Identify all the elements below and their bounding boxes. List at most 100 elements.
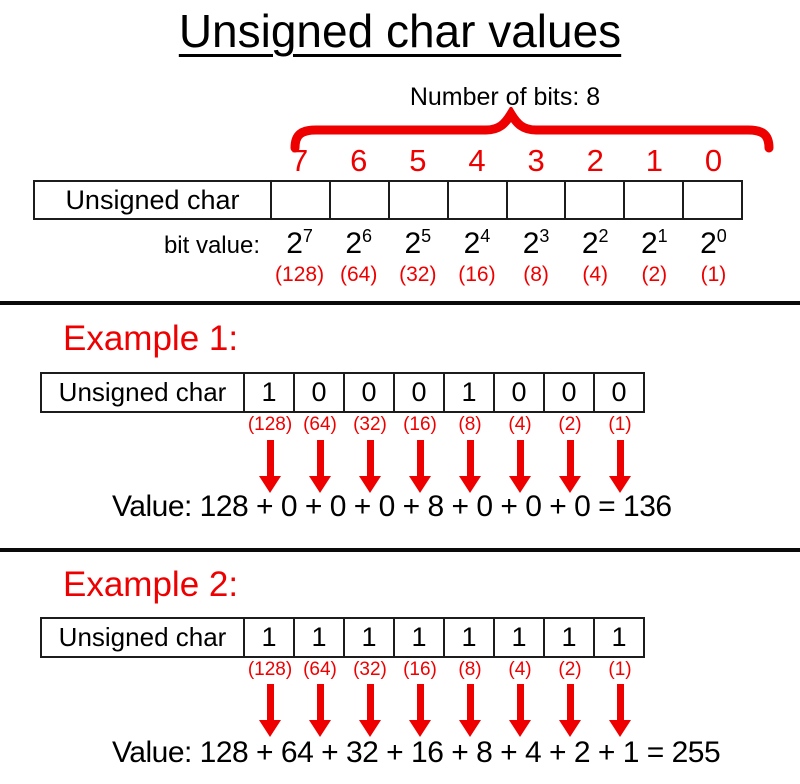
weight-label: (1) [608,659,632,680]
power-of-two: 27 [286,226,313,260]
weight-label: (8) [458,659,482,680]
down-arrow-icon [459,684,481,737]
weight-label: (16) [458,263,496,286]
example-2-title: Example 2: [63,565,239,604]
weight-label: (2) [641,263,668,286]
bit-cell: 1 [593,619,643,656]
power-of-two: 21 [640,226,668,260]
down-arrow-icon [509,440,531,493]
register-label: Unsigned char [65,184,240,215]
weight-label: (4) [508,414,532,435]
weight-label: (64) [340,263,378,286]
example-2-weight-row: (128) (64) (32) (16) (8) (4) (2) (1) [245,658,645,682]
weight-label: (1) [700,263,727,286]
bit-cell: 1 [293,619,343,656]
down-arrow-icon [559,440,581,493]
example-2-arrow-row [245,684,645,737]
weight-label: (32) [353,659,387,680]
unsigned-char-register: Unsigned char [33,180,743,220]
down-arrow-icon [359,684,381,737]
bit-cell: 1 [393,619,443,656]
bit-cell: 0 [593,374,643,411]
bit-index: 5 [409,143,427,178]
section-divider [0,301,800,305]
power-of-two: 25 [404,226,432,260]
weight-label: (32) [399,263,437,286]
bit-cell-empty [623,182,682,218]
bit-cell-empty [328,182,388,218]
example-1-arrow-row [245,440,645,493]
bit-cell: 1 [443,619,493,656]
example-1-register: Unsigned char 1 0 0 0 1 0 0 0 [40,372,645,413]
down-arrow-icon [259,440,281,493]
example-2-value: Value: 128 + 64 + 32 + 16 + 8 + 4 + 2 + … [112,736,721,769]
bit-cell-empty [387,182,447,218]
bit-cell-empty [682,182,741,218]
bit-index: 2 [586,143,604,178]
down-arrow-icon [609,684,631,737]
weight-label: (128) [247,659,293,680]
register-label: Unsigned char [58,622,227,652]
down-arrow-icon [259,684,281,737]
bit-index: 4 [468,143,486,178]
down-arrow-icon [309,684,331,737]
weight-label: (8) [458,414,482,435]
down-arrow-icon [409,440,431,493]
section-divider [0,548,800,552]
down-arrow-icon [559,684,581,737]
power-of-two: 20 [700,226,727,260]
bit-cell: 0 [293,374,343,411]
example-1-value: Value: 128 + 0 + 0 + 0 + 8 + 0 + 0 + 0 =… [112,490,672,523]
bit-cell-empty [505,182,565,218]
weight-row: (128) (64) (32) (16) (8) (4) (2) (1) [270,262,743,288]
bit-index: 7 [290,143,309,178]
bit-cell: 0 [543,374,593,411]
weight-label: (1) [608,414,632,435]
register-label: Unsigned char [58,377,227,407]
bit-cell: 1 [243,374,293,411]
example-1-title: Example 1: [63,319,239,358]
weight-label: (128) [275,263,325,286]
bit-index-row: 7 6 5 4 3 2 1 0 [270,143,743,179]
bit-cell-empty [564,182,623,218]
weight-label: (128) [247,414,293,435]
weight-label: (8) [523,263,549,286]
power-of-two: 22 [581,226,609,260]
example-2-register: Unsigned char 1 1 1 1 1 1 1 1 [40,617,645,658]
weight-label: (16) [403,659,437,680]
bit-cell: 1 [543,619,593,656]
down-arrow-icon [609,440,631,493]
bit-cell-empty [270,182,329,218]
weight-label: (64) [303,414,337,435]
bit-cell: 1 [493,619,543,656]
number-of-bits-label: Number of bits: 8 [409,83,601,111]
bit-cell: 0 [493,374,543,411]
bit-cell: 1 [443,374,493,411]
weight-label: (16) [403,414,437,435]
power-of-two: 26 [345,226,373,260]
weight-label: (4) [582,263,609,286]
weight-label: (2) [558,414,582,435]
page-title: Unsigned char values [178,5,622,57]
bit-cell: 0 [343,374,393,411]
down-arrow-icon [359,440,381,493]
bit-index: 1 [645,143,663,178]
weight-label: (2) [558,659,582,680]
bit-cell: 1 [243,619,293,656]
down-arrow-icon [409,684,431,737]
bit-index: 6 [350,143,368,178]
curly-brace-icon [290,107,774,153]
down-arrow-icon [309,440,331,493]
bit-index: 0 [704,143,723,178]
bit-cell: 1 [343,619,393,656]
example-1-weight-row: (128) (64) (32) (16) (8) (4) (2) (1) [245,413,645,437]
bit-cell-empty [446,182,506,218]
down-arrow-icon [459,440,481,493]
weight-label: (32) [353,414,387,435]
power-of-two: 23 [522,226,550,260]
bit-cell: 0 [393,374,443,411]
bit-value-label: bit value: [163,232,260,259]
weight-label: (4) [508,659,532,680]
weight-label: (64) [303,659,337,680]
